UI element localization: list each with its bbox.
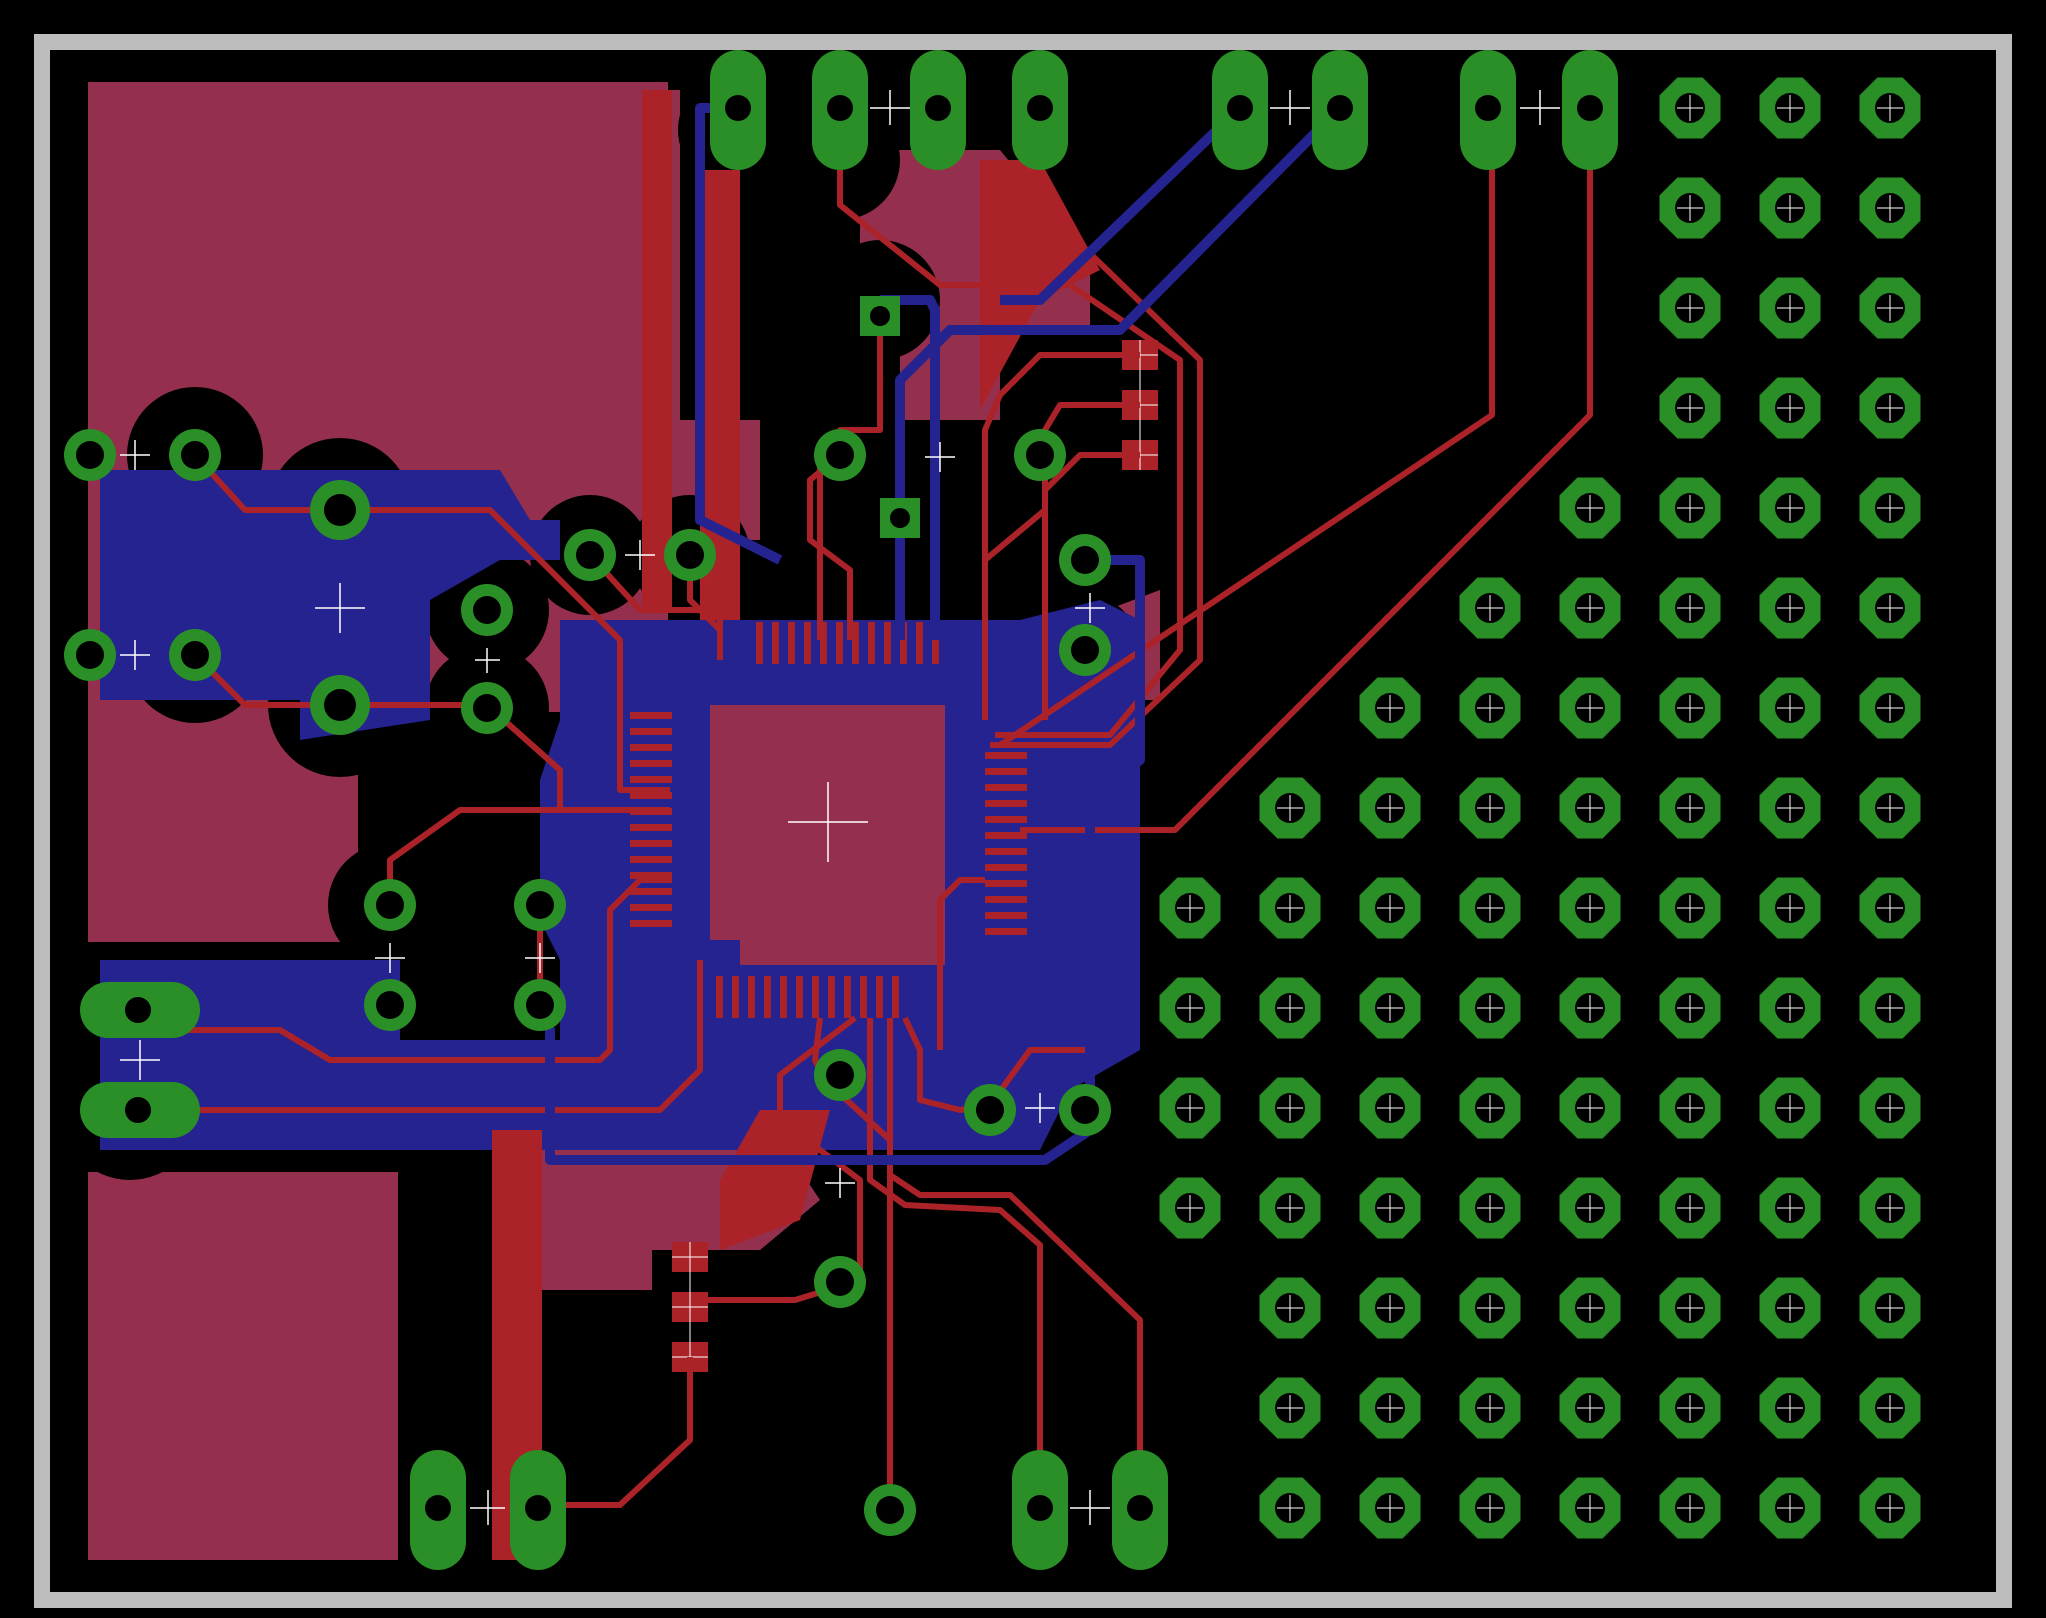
qfn-pins-bottom xyxy=(716,976,899,1018)
qfn-pins-right xyxy=(985,752,1027,935)
drill-hole xyxy=(1071,546,1099,574)
board-outline xyxy=(34,34,2012,1608)
drill-hole xyxy=(676,541,704,569)
qfn-pins-top xyxy=(756,622,939,664)
drill-hole xyxy=(890,508,910,528)
reference-crosshairs xyxy=(120,90,1560,1525)
drill-hole xyxy=(826,1061,854,1089)
drill-hole xyxy=(1026,441,1054,469)
drill-hole xyxy=(876,1496,904,1524)
drill-hole xyxy=(181,441,209,469)
drill-hole xyxy=(76,641,104,669)
drill-hole xyxy=(526,991,554,1019)
drill-hole xyxy=(473,694,501,722)
drill-hole xyxy=(576,541,604,569)
drill-hole xyxy=(376,891,404,919)
capacitor-pads[interactable] xyxy=(310,480,370,735)
drill-hole xyxy=(1071,1096,1099,1124)
smd-array-bottom[interactable] xyxy=(672,1242,708,1372)
prototype-grid[interactable] xyxy=(1159,77,1921,1539)
top-header-pins[interactable] xyxy=(710,50,1618,170)
drill-hole xyxy=(870,306,890,326)
drill-hole xyxy=(76,441,104,469)
drill-hole xyxy=(473,596,501,624)
left-power-connector[interactable] xyxy=(80,982,200,1138)
drill-hole xyxy=(826,1268,854,1296)
drill-hole xyxy=(526,891,554,919)
drill-hole xyxy=(1071,636,1099,664)
drill-hole xyxy=(976,1096,1004,1124)
drill-hole xyxy=(376,991,404,1019)
qfn-chip[interactable] xyxy=(630,622,1027,1018)
circuit-via-pads[interactable] xyxy=(64,296,1111,1536)
qfn-center-crosshair xyxy=(788,782,868,862)
bottom-header-pins[interactable] xyxy=(410,1450,1168,1570)
drill-hole xyxy=(826,441,854,469)
drill-hole xyxy=(181,641,209,669)
